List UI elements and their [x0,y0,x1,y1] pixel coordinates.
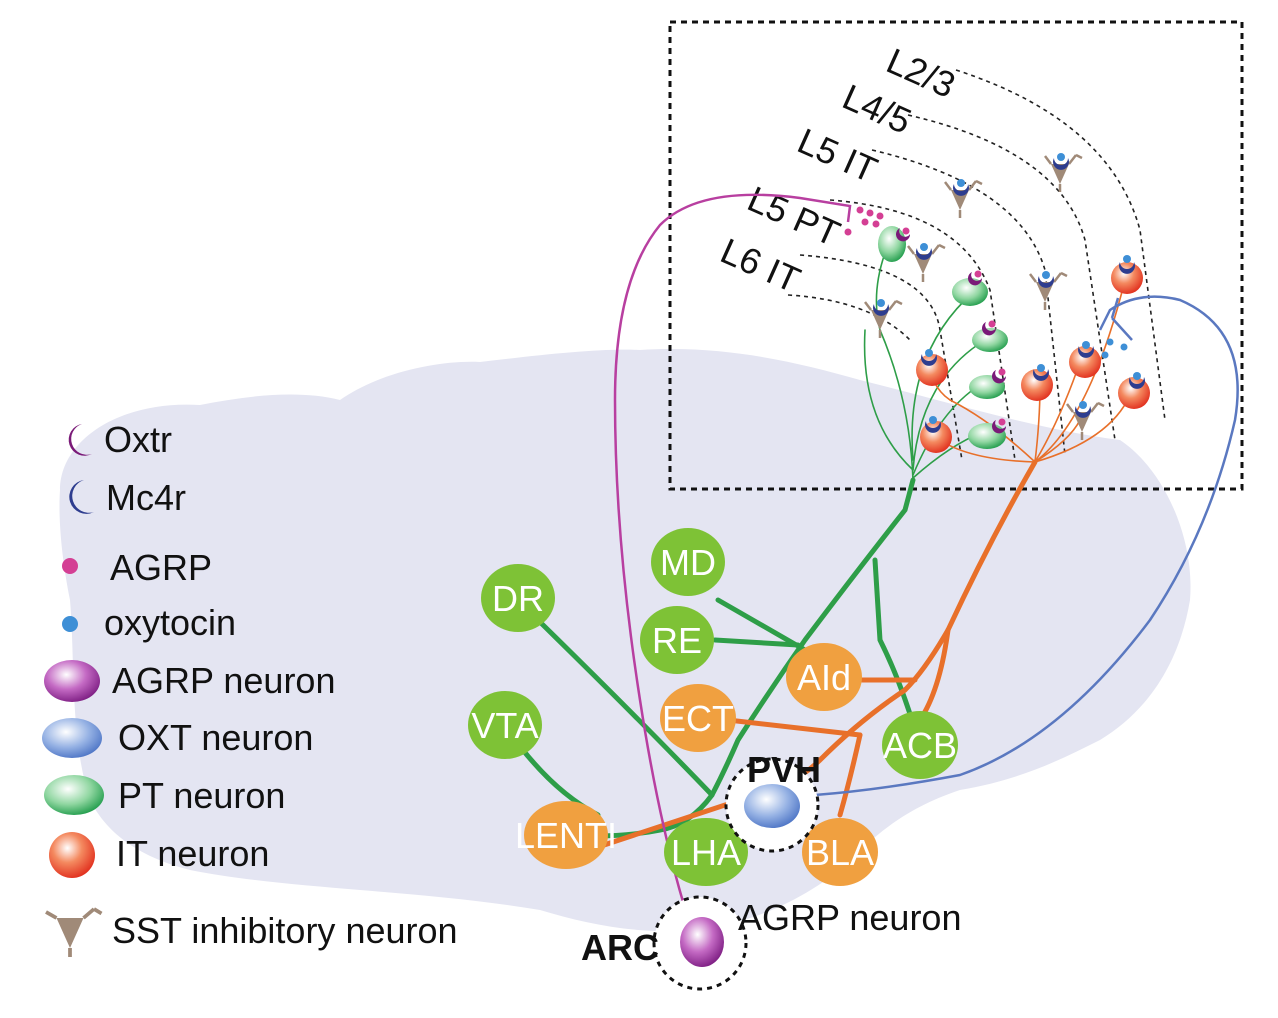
legend-label-mc4r: Mc4r [106,477,186,518]
region-ect: ECT [660,684,736,752]
region-md-label: MD [660,542,716,583]
region-bla: BLA [802,818,878,886]
sst-receptors [872,153,1091,418]
region-acb: ACB [882,711,958,779]
legend-oxtr: Oxtr [68,419,172,460]
oxt-neuron-icon [42,718,102,758]
region-lha-label: LHA [671,832,741,873]
region-aid-label: AId [797,657,851,698]
layer-label-l6it: L6 IT [715,230,807,301]
legend-oxytocin: oxytocin [62,602,236,643]
oxytocin-release-dots [1101,338,1128,359]
it-neurons-cortex [916,262,1150,453]
it-neuron-icon [49,832,95,878]
region-re: RE [640,606,714,674]
agrp-axon-dots [844,206,884,236]
arc-label: ARC [581,927,659,968]
region-lenti: LENTI [515,801,617,869]
legend-agrp-neuron: AGRP neuron [44,660,335,702]
region-vta: VTA [468,691,542,759]
region-bla-label: BLA [806,832,874,873]
pvh-nucleus: PVH [724,749,821,853]
legend-agrp: AGRP [62,547,212,588]
legend-oxt-neuron: OXT neuron [42,717,313,758]
region-vta-label: VTA [471,705,538,746]
legend-label-pt-neuron: PT neuron [118,775,285,816]
cortex-inset-box [668,20,1244,491]
layer-label-l5it: L5 IT [792,120,884,191]
region-re-label: RE [652,620,702,661]
region-dr-label: DR [492,578,544,619]
legend: Oxtr Mc4r AGRP oxytocin AGRP neuron OXT … [42,419,458,957]
agrp-neuron-icon [44,660,100,702]
legend-it-neuron: IT neuron [49,832,269,878]
region-dr: DR [481,564,555,632]
oxt-axon [814,295,1239,797]
arc-neuron-label: AGRP neuron [738,897,961,938]
region-acb-label: ACB [883,725,957,766]
legend-mc4r: Mc4r [69,477,186,518]
region-ect-label: ECT [662,698,734,739]
region-md: MD [651,528,725,596]
pvh-label: PVH [747,749,821,790]
legend-label-agrp-neuron: AGRP neuron [112,660,335,701]
agrp-axon [613,193,852,926]
legend-label-agrp: AGRP [110,547,212,588]
legend-label-oxtr: Oxtr [104,419,172,460]
region-aid: AId [786,643,862,711]
legend-pt-neuron: PT neuron [44,775,285,816]
region-lenti-label: LENTI [515,815,617,856]
region-lha: LHA [664,818,748,886]
brain-regions: MD DR RE AId ECT VTA ACB LENTI [468,528,958,886]
pt-neuron-receptors [896,227,1007,434]
pt-neurons-cortex [878,226,1008,449]
it-neuron-receptors [921,255,1145,433]
pt-neuron-icon [44,775,104,815]
oxytocin-dot-icon [62,616,78,632]
arc-nucleus: ARC AGRP neuron [581,895,961,991]
sst-neuron-icon [45,907,103,957]
legend-label-it-neuron: IT neuron [116,833,269,874]
layer-boundaries [787,69,1166,461]
legend-label-oxt-neuron: OXT neuron [118,717,313,758]
legend-sst-neuron: SST inhibitory neuron [45,907,458,957]
agrp-dot-icon [62,558,78,574]
legend-label-oxytocin: oxytocin [104,602,236,643]
legend-label-sst-neuron: SST inhibitory neuron [112,910,458,951]
